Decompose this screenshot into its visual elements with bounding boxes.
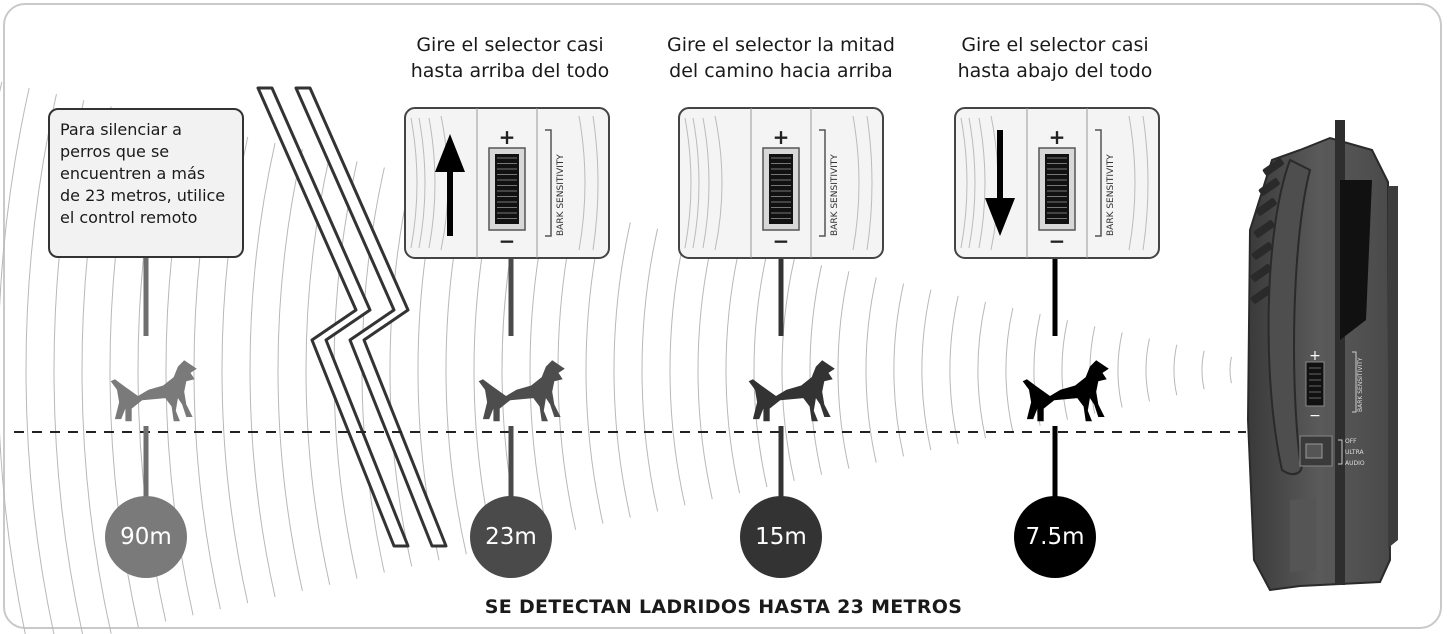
device-mode-ultra: ULTRA <box>1345 449 1364 456</box>
selector-sensitivity-label: BARK SENSITIVITY <box>830 154 840 236</box>
distance-badge-23m: 23m <box>470 496 552 578</box>
sensitivity-selector-panel: + − BARK SENSITIVITY <box>404 107 610 259</box>
selector-plus-label: + <box>773 125 790 149</box>
device-mode-switch[interactable] <box>1305 443 1323 459</box>
dog-icon <box>478 360 565 422</box>
arrow-down-icon <box>985 130 1015 236</box>
detection-range-footer: SE DETECTAN LADRIDOS HASTA 23 METROS <box>484 596 963 618</box>
break-icon <box>256 86 448 548</box>
bark-control-device: + − BARK SENSITIVITY OFF ULTRA AUDIO <box>1246 120 1398 592</box>
selector-sensitivity-label: BARK SENSITIVITY <box>1106 154 1116 236</box>
arrow-up-icon <box>435 134 465 236</box>
sound-wave-icon <box>0 81 1232 634</box>
selector-minus-label: − <box>773 229 790 253</box>
device-minus-label: − <box>1309 408 1321 424</box>
distance-badge-15m: 15m <box>740 496 822 578</box>
device-mode-audio: AUDIO <box>1345 460 1365 467</box>
device-sensitivity-wheel[interactable] <box>1305 361 1325 407</box>
selector-minus-label: − <box>499 229 516 253</box>
connector-lines <box>143 258 1058 500</box>
sensitivity-selector-panel: + − BARK SENSITIVITY <box>678 107 884 259</box>
selector-sensitivity-label: BARK SENSITIVITY <box>556 154 566 236</box>
selector-minus-label: − <box>1049 229 1066 253</box>
sensitivity-selector-panel: + − BARK SENSITIVITY <box>954 107 1160 259</box>
dog-icon <box>110 360 197 422</box>
dog-icon <box>748 360 835 422</box>
device-sensitivity-label: BARK SENSITIVITY <box>1357 357 1364 412</box>
device-plus-label: + <box>1309 348 1321 364</box>
selector-plus-label: + <box>1049 125 1066 149</box>
distance-badge-90m: 90m <box>105 496 187 578</box>
distance-badge-7-5m: 7.5m <box>1014 496 1096 578</box>
selector-plus-label: + <box>499 125 516 149</box>
remote-control-callout: Para silenciar a perros que se encuentre… <box>48 108 244 258</box>
device-mode-off: OFF <box>1345 438 1357 445</box>
